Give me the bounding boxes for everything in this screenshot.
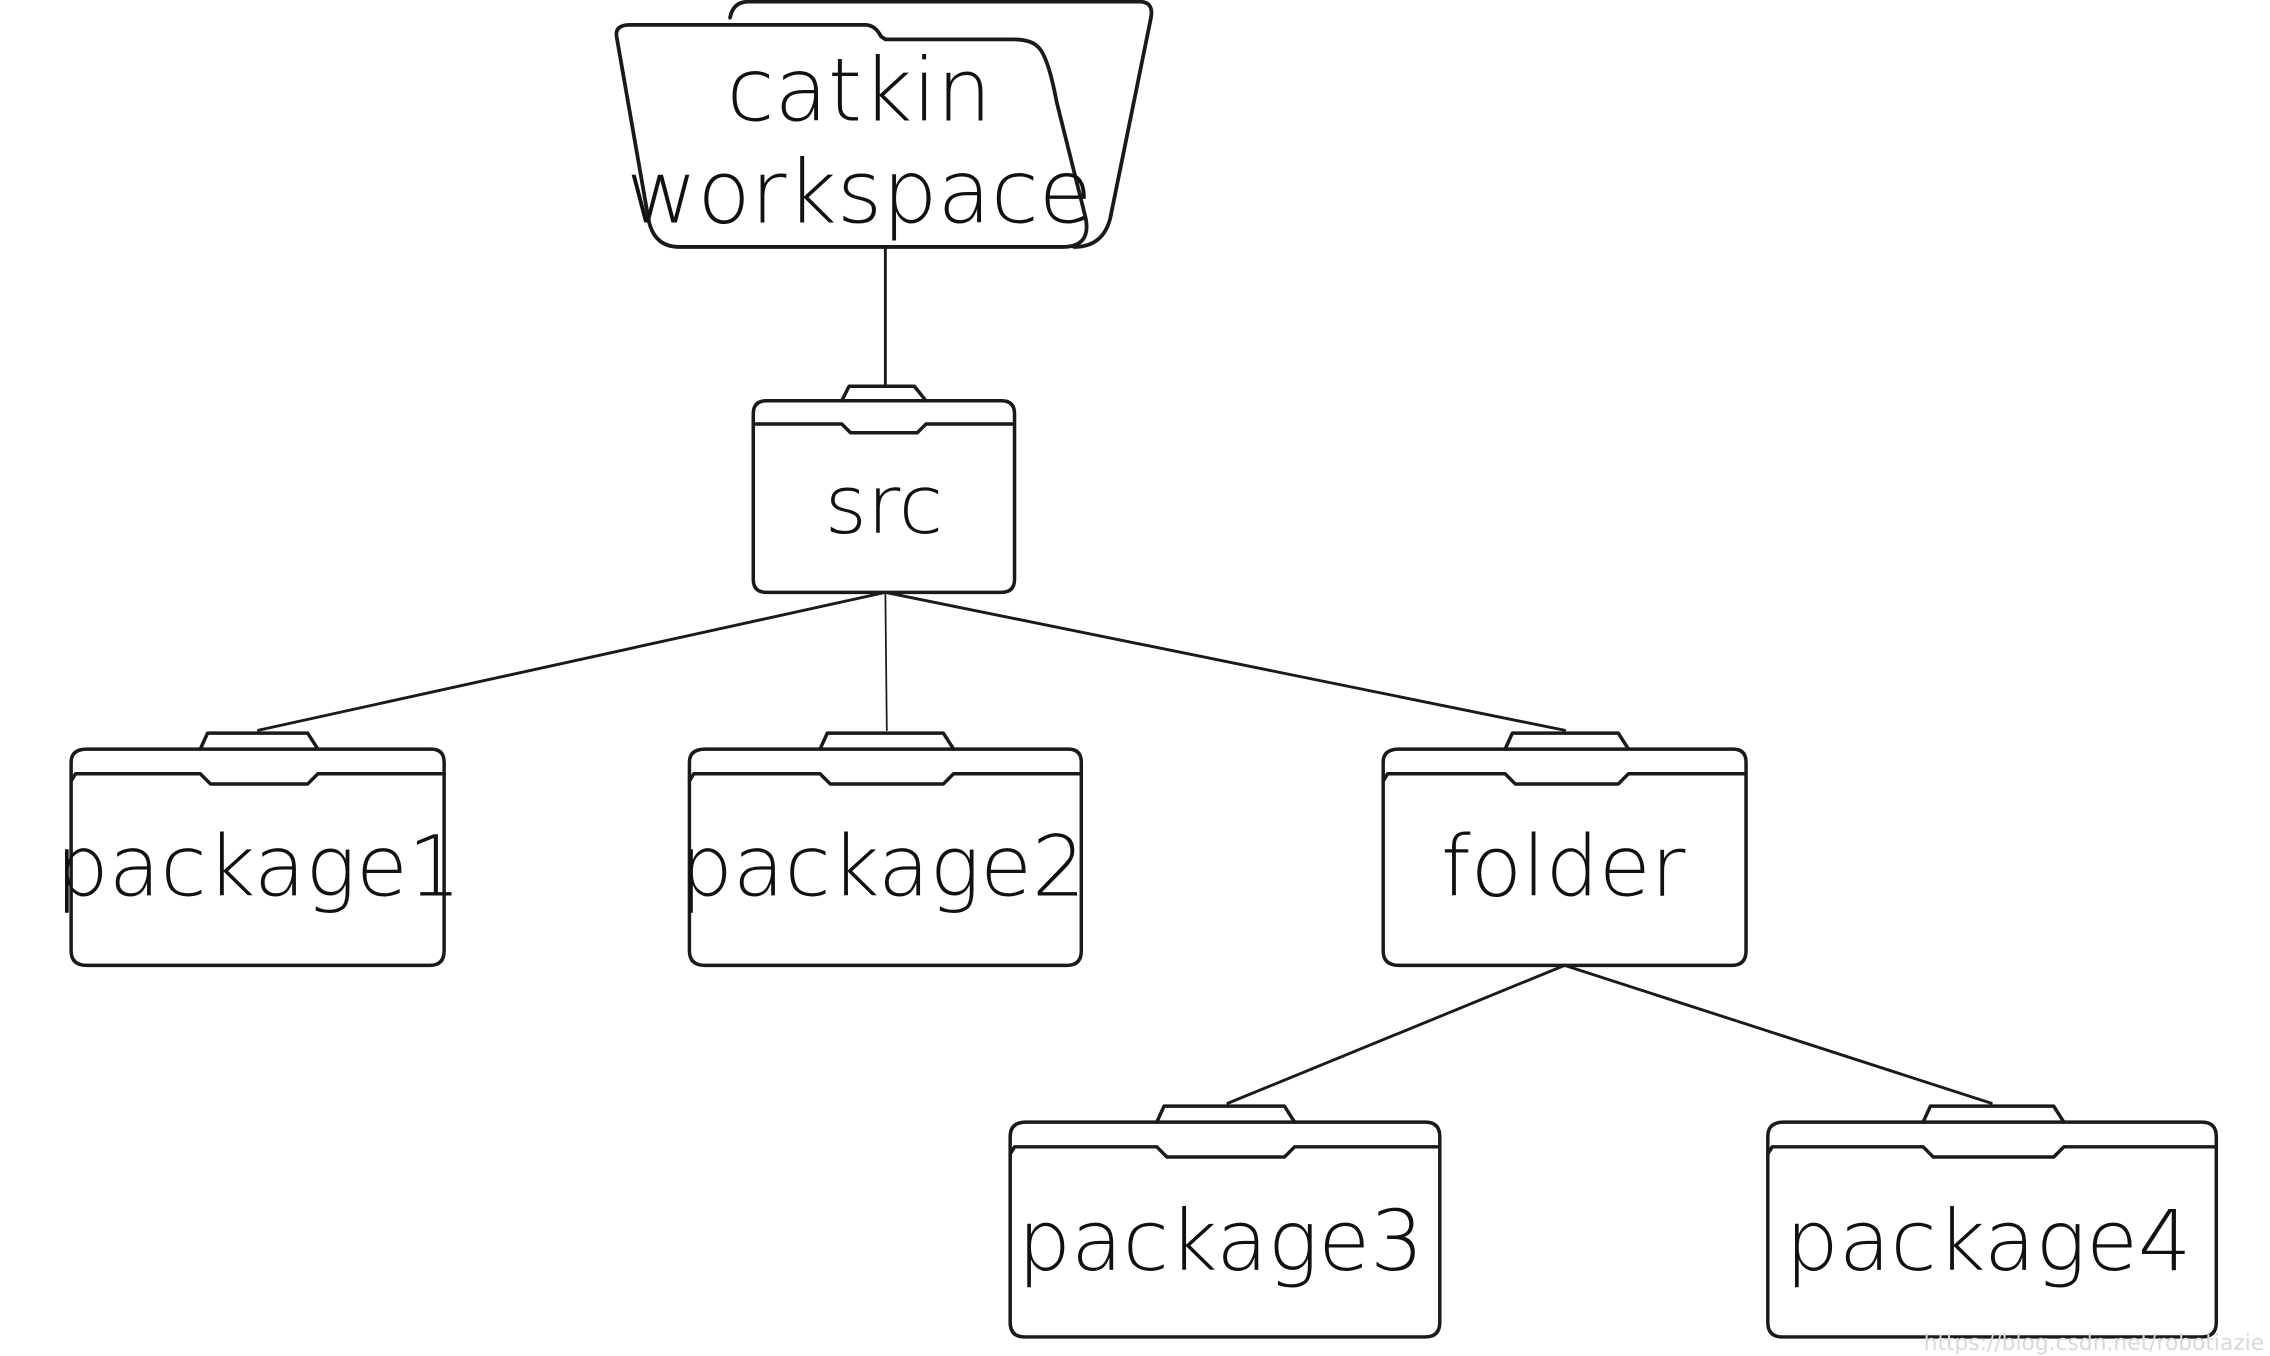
package3-folder-icon	[1008, 1104, 1442, 1339]
workspace-folder-icon	[614, 0, 1154, 249]
edge-src-folder	[883, 590, 1567, 732]
package4-label: package4	[1785, 1192, 2191, 1290]
src-label: src	[825, 459, 944, 553]
package3-label: package3	[1018, 1192, 1424, 1290]
package1-folder-icon	[69, 731, 446, 968]
workspace-label-line1: catkin	[727, 40, 992, 142]
package1-label: package1	[55, 818, 461, 916]
edge-folder-package4	[1563, 963, 1993, 1105]
tree-connectors	[256, 246, 1993, 1105]
folder-folder-icon	[1381, 731, 1748, 968]
package4-folder-icon	[1766, 1104, 2219, 1339]
src-folder-icon	[751, 384, 1017, 595]
package2-label: package2	[679, 818, 1085, 916]
watermark-text: https://blog.csdn.net/robotiazie	[1924, 1331, 2265, 1356]
edge-src-package1	[256, 590, 887, 732]
folder-label: folder	[1441, 818, 1686, 916]
package2-folder-icon	[687, 731, 1084, 968]
workspace-label-line2: workspace	[626, 141, 1092, 243]
edge-folder-package3	[1226, 963, 1567, 1105]
edge-src-package2	[884, 591, 888, 732]
